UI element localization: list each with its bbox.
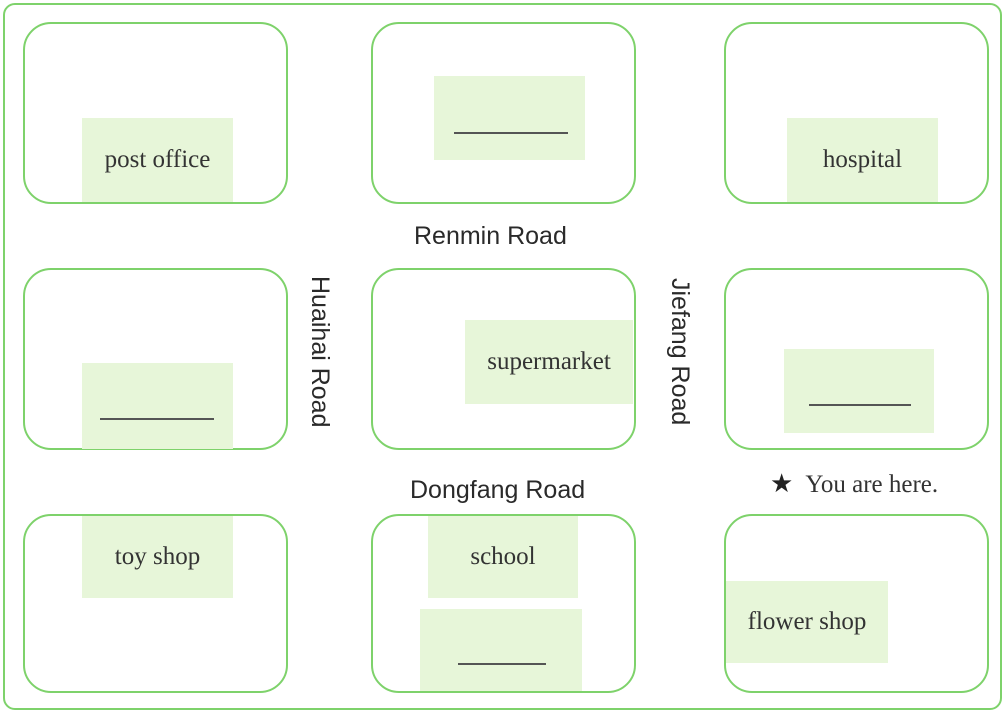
school-label: school (428, 516, 578, 598)
answer-blank-line (809, 404, 911, 406)
you-are-here-marker: ★ You are here. (770, 469, 938, 499)
answer-blank-line (454, 132, 568, 134)
huaihai-road-label: Huaihai Road (306, 276, 334, 428)
blank-label-middle-right (784, 349, 934, 433)
blank-label-middle-left (82, 363, 233, 449)
you-are-here-text: You are here. (805, 471, 939, 498)
star-icon: ★ (770, 469, 794, 498)
flower-shop-label: flower shop (726, 581, 888, 663)
answer-blank-line (100, 418, 214, 420)
answer-blank-line (458, 663, 546, 665)
post-office-label: post office (82, 118, 233, 202)
supermarket-label: supermarket (465, 320, 633, 404)
hospital-label: hospital (787, 118, 938, 202)
renmin-road-label: Renmin Road (414, 222, 567, 250)
dongfang-road-label: Dongfang Road (410, 476, 586, 504)
blank-label-bottom-center (420, 609, 582, 691)
jiefang-road-label: Jiefang Road (666, 278, 694, 426)
blank-label-top-center (434, 76, 585, 160)
toy-shop-label: toy shop (82, 516, 233, 598)
